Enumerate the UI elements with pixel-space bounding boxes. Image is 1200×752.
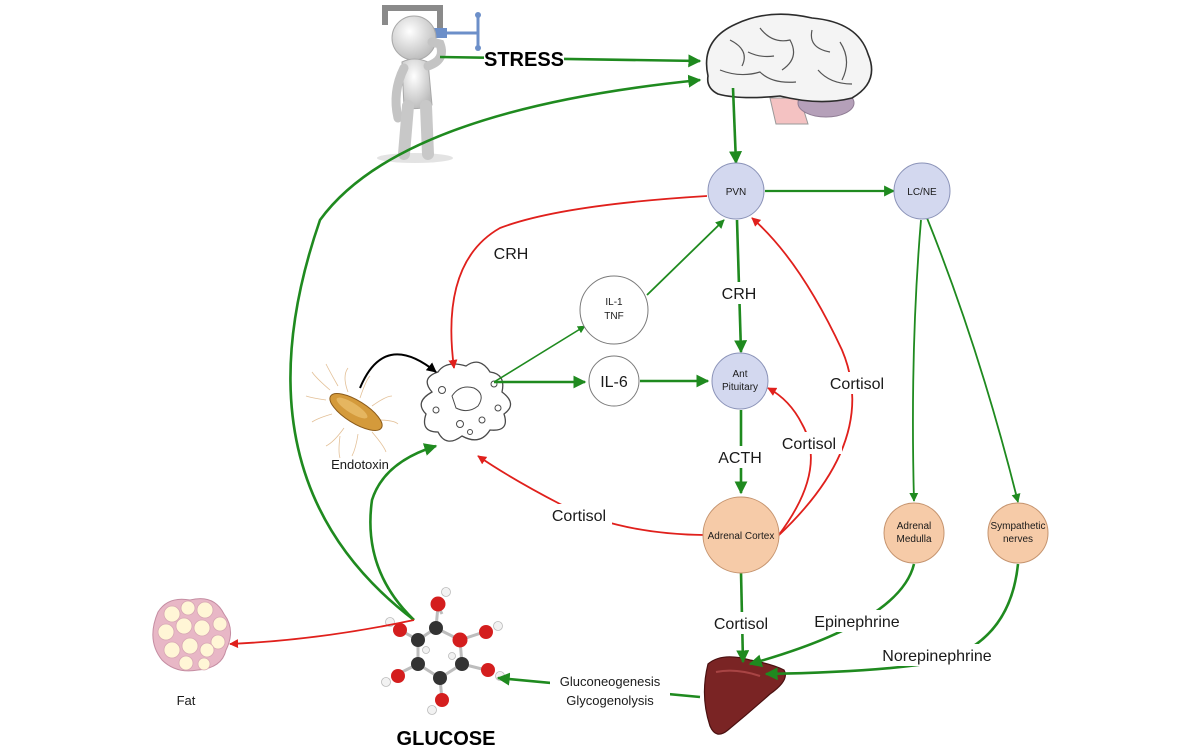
svg-text:PVN: PVN — [726, 187, 747, 198]
glucose-label: GLUCOSE — [397, 728, 496, 750]
crh-left-label: CRH — [494, 246, 529, 263]
brain-icon — [705, 13, 873, 125]
svg-text:IL-1: IL-1 — [605, 297, 623, 308]
svg-text:TNF: TNF — [604, 311, 623, 322]
cortisol-macrophage-label: Cortisol — [552, 508, 606, 525]
cortisol-liver-label: Cortisol — [714, 616, 768, 633]
norepinephrine-label: Norepinephrine — [882, 648, 992, 665]
gluconeogenesis-label: Gluconeogenesis — [560, 674, 661, 689]
crh-center-label: CRH — [722, 286, 757, 303]
svg-text:IL-6: IL-6 — [600, 374, 628, 391]
arrow-lcne-to-symp — [926, 217, 1021, 503]
node-adrenal-cortex: Adrenal Cortex — [702, 496, 780, 574]
node-sympathetic-nerves: Sympathetic nerves — [987, 502, 1049, 564]
cortisol-pvn-label: Cortisol — [830, 376, 884, 393]
node-ant-pituitary: Ant Pituitary — [711, 352, 769, 410]
arrow-lcne-to-medulla — [909, 219, 922, 502]
arrow-glucose-to-fat — [229, 619, 415, 649]
macrophage-icon — [420, 361, 512, 442]
svg-text:Ant: Ant — [732, 369, 747, 380]
node-il1-tnf: IL-1 TNF — [579, 275, 649, 345]
cortisol-pituitary-label: Cortisol — [782, 436, 836, 453]
arrow-il1-to-pvn — [646, 219, 725, 296]
arrow-brain-to-pvn — [729, 87, 743, 165]
arrow-adrenal-to-pvn — [751, 217, 854, 537]
glucose-molecule-icon — [381, 587, 505, 715]
svg-text:Pituitary: Pituitary — [722, 382, 758, 393]
fat-label: Fat — [177, 693, 196, 708]
inhibitory-arrows — [229, 195, 854, 649]
stress-label: STRESS — [484, 49, 564, 71]
node-il6: IL-6 — [588, 355, 640, 407]
acth-label: ACTH — [718, 450, 762, 467]
stressed-person-icon — [377, 5, 481, 163]
arrow-pvn-to-macrophage-crh — [448, 195, 708, 369]
endotoxin-label: Endotoxin — [331, 457, 389, 472]
liver-icon — [703, 656, 786, 735]
glycogenolysis-label: Glycogenolysis — [566, 693, 654, 708]
arrow-endotoxin-to-macrophage — [359, 353, 437, 389]
svg-text:LC/NE: LC/NE — [907, 187, 937, 198]
arrow-glucose-to-macrophage — [369, 443, 438, 621]
bacterium-icon — [305, 363, 399, 459]
arrow-adrenal-to-antpit — [767, 387, 812, 537]
arrow-macrophage-to-il1 — [493, 325, 586, 383]
node-lcne: LC/NE — [893, 162, 951, 220]
fat-cells-icon — [152, 598, 231, 672]
svg-text:Adrenal: Adrenal — [897, 521, 931, 532]
node-pvn: PVN — [707, 162, 765, 220]
arrow-stress-to-brain — [439, 54, 702, 68]
svg-text:Sympathetic: Sympathetic — [990, 521, 1045, 532]
epinephrine-label: Epinephrine — [814, 614, 900, 631]
svg-text:nerves: nerves — [1003, 534, 1033, 545]
svg-text:Adrenal Cortex: Adrenal Cortex — [708, 531, 775, 542]
node-adrenal-medulla: Adrenal Medulla — [883, 502, 945, 564]
svg-text:Medulla: Medulla — [896, 534, 931, 545]
arrow-glucose-to-brain — [289, 74, 702, 622]
